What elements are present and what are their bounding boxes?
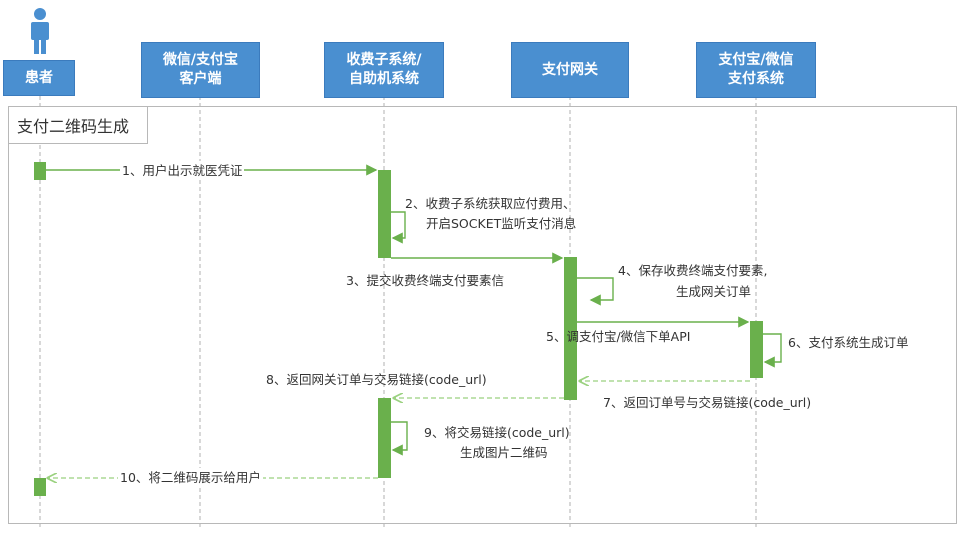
- message-10: 10、将二维码展示给用户: [118, 468, 263, 487]
- actor-payment-system: 支付宝/微信 支付系统: [696, 42, 816, 98]
- arrow-9-self: [391, 421, 408, 456]
- actor-charging-system: 收费子系统/ 自助机系统: [324, 42, 444, 98]
- activation-charging-2: [378, 398, 391, 478]
- fragment-label: 支付二维码生成: [9, 107, 149, 144]
- message-3: 3、提交收费终端支付要素信: [346, 273, 504, 288]
- message-2b: 开启SOCKET监听支付消息: [426, 216, 577, 231]
- actor-patient: 患者: [3, 60, 75, 96]
- arrow-6-self: [763, 333, 782, 368]
- message-7: 7、返回订单号与交易链接(code_url): [603, 395, 812, 410]
- arrow-4-self: [577, 277, 614, 306]
- message-6: 6、支付系统生成订单: [788, 335, 909, 350]
- message-4a: 4、保存收费终端支付要素,: [618, 263, 768, 278]
- activation-gateway: [564, 257, 577, 400]
- fragment-frame: 支付二维码生成: [8, 106, 957, 524]
- activation-patient-2: [34, 478, 46, 496]
- message-9a: 9、将交易链接(code_url): [424, 425, 570, 440]
- message-8: 8、返回网关订单与交易链接(code_url): [266, 372, 487, 387]
- message-2a: 2、收费子系统获取应付费用、: [405, 196, 576, 211]
- arrow-2-self: [391, 211, 406, 244]
- actor-client: 微信/支付宝 客户端: [141, 42, 260, 98]
- message-9b: 生成图片二维码: [460, 445, 548, 460]
- person-icon: [31, 8, 49, 54]
- message-4b: 生成网关订单: [676, 284, 752, 299]
- activation-patient-1: [34, 162, 46, 180]
- actor-payment-gateway: 支付网关: [511, 42, 629, 98]
- message-1: 1、用户出示就医凭证: [120, 161, 245, 180]
- activation-paysystem: [750, 321, 763, 378]
- message-5: 5、调支付宝/微信下单API: [546, 329, 691, 344]
- activation-charging-1: [378, 170, 391, 258]
